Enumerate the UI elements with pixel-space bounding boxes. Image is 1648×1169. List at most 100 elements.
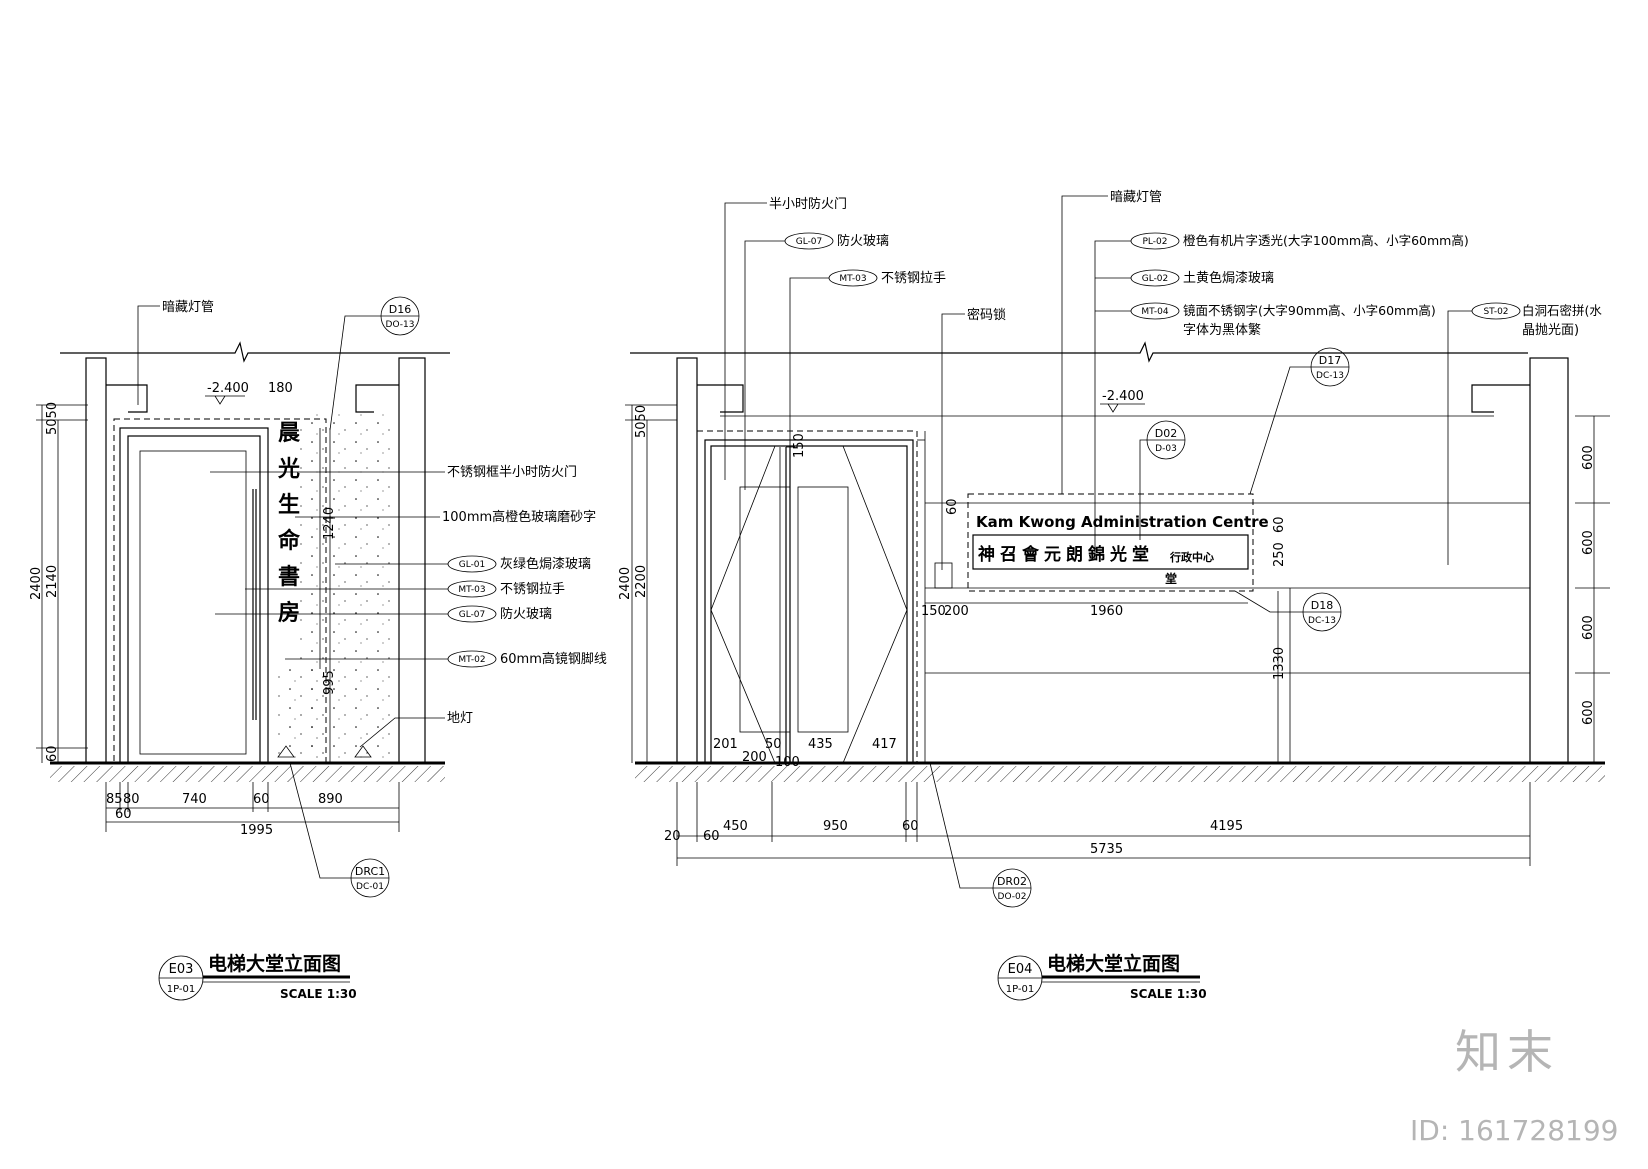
tag-r-gl07: GL-07 (796, 237, 823, 247)
dim-r-600c: 600 (1581, 615, 1596, 640)
dim-80: 80 (123, 792, 140, 807)
tag-d16-id: D16 (389, 303, 411, 316)
tag-d17-ref: DC-13 (1316, 371, 1344, 381)
watermark-brand: 知末 (1455, 1025, 1559, 1079)
sheet-ref-e03: 1P-01 (167, 984, 196, 995)
ceiling-level-right: -2.400 (1102, 389, 1144, 404)
dim-85: 85 (106, 792, 123, 807)
tag-d16-ref: DO-13 (386, 320, 415, 330)
dim-r-60a: 60 (945, 498, 960, 515)
callout-gl01: 灰绿色焗漆玻璃 (500, 556, 591, 572)
callout-frosted-letters: 100mm高橙色玻璃磨砂字 (442, 509, 596, 525)
vertical-sign-text: 晨光生命書房 (277, 421, 301, 626)
dim-r-200b: 200 (944, 604, 969, 619)
dim-890: 890 (318, 792, 343, 807)
sign-chinese-extra: 堂 (1165, 571, 1177, 586)
dim-r-60c: 60 (703, 829, 720, 844)
sign-english: Kam Kwong Administration Centre (976, 513, 1269, 531)
callout-mt02: 60mm高镜钢脚线 (500, 651, 607, 667)
dim-740: 740 (182, 792, 207, 807)
dim-r-2200: 2200 (634, 565, 649, 598)
callouts-left: 暗藏灯管 不锈钢框半小时防火门 100mm高橙色玻璃磨砂字 GL-01 灰绿色焗… (137, 300, 607, 748)
tag-mt02: MT-02 (458, 655, 485, 665)
dim-r-600b: 600 (1581, 530, 1596, 555)
dim-r-417: 417 (872, 737, 897, 752)
dim-r-600d: 600 (1581, 700, 1596, 725)
dim-r-1330: 1330 (1272, 647, 1287, 680)
elevation-code-e04: E04 (1008, 962, 1033, 977)
callout-fire-door: 不锈钢框半小时防火门 (447, 464, 577, 480)
callout-r-gl07: 防火玻璃 (837, 233, 889, 249)
tag-r-mt03: MT-03 (839, 274, 866, 284)
watermark-id: ID: 161728199 (1410, 1114, 1618, 1147)
dim-r-250: 250 (1272, 542, 1287, 567)
dim-2140: 2140 (45, 565, 60, 598)
callout-r-st02-cont: 晶抛光面) (1522, 323, 1579, 338)
dim-60-b: 60 (253, 792, 270, 807)
dim-r-200: 200 (742, 750, 767, 765)
dim-r-950: 950 (823, 819, 848, 834)
tag-d02-ref: D-03 (1155, 444, 1177, 454)
tag-drc1-id: DRC1 (355, 865, 385, 878)
callout-r-gl02: 土黄色焗漆玻璃 (1183, 270, 1274, 286)
dim-r-1960: 1960 (1090, 604, 1123, 619)
dim-60-left: 60 (45, 745, 60, 762)
scale-e03: SCALE 1:30 (280, 987, 357, 1001)
title-e04: 电梯大堂立面图 (1047, 952, 1180, 975)
tag-r-pl02: PL-02 (1143, 237, 1168, 247)
dim-r-60b: 60 (1272, 516, 1287, 533)
dim-r-435: 435 (808, 737, 833, 752)
callout-hidden-light: 暗藏灯管 (162, 300, 214, 315)
tag-d18-id: D18 (1311, 599, 1333, 612)
tag-dr02-ref: DO-02 (998, 892, 1027, 902)
tag-drc1-ref: DC-01 (356, 882, 384, 892)
sign-chinese: 神召會元朗錦光堂 (978, 544, 1154, 565)
elevation-e03: 晨光生命書房 -2.400 180 5050 2400 2140 60 1240… (29, 296, 607, 1001)
tag-d17-id: D17 (1319, 354, 1341, 367)
tag-r-mt04: MT-04 (1141, 307, 1168, 317)
dim-995: 995 (322, 670, 337, 695)
dim-5050: 5050 (45, 402, 60, 435)
dim-180: 180 (268, 381, 293, 396)
tag-mt03: MT-03 (458, 585, 485, 595)
elevation-e04: Kam Kwong Administration Centre 神召會元朗錦光堂… (618, 190, 1610, 1001)
tag-d02-id: D02 (1155, 427, 1177, 440)
callouts-right: 半小时防火门 GL-07 防火玻璃 MT-03 不锈钢拉手 密码锁 暗藏灯管 P… (724, 190, 1602, 570)
callout-r-pl02: 橙色有机片字透光(大字100mm高、小字60mm高) (1183, 233, 1469, 248)
tag-gl01: GL-01 (459, 560, 486, 570)
ceiling-level-left: -2.400 (207, 381, 249, 396)
tag-r-st02: ST-02 (1483, 307, 1508, 317)
sign-chinese-small: 行政中心 (1169, 550, 1214, 564)
tag-d18-ref: DC-13 (1308, 616, 1336, 626)
callout-r-mt04: 镜面不锈钢字(大字90mm高、小字60mm高) (1183, 303, 1436, 318)
dim-r-5735: 5735 (1090, 842, 1123, 857)
dim-r-2400: 2400 (618, 567, 633, 600)
dim-r-4195: 4195 (1210, 819, 1243, 834)
callout-floor-light: 地灯 (447, 711, 473, 726)
tag-gl07: GL-07 (459, 610, 486, 620)
sheet-ref-e04: 1P-01 (1006, 984, 1035, 995)
tag-dr02-id: DR02 (997, 875, 1027, 888)
dim-r-150b: 150 (921, 604, 946, 619)
tag-r-gl02: GL-02 (1142, 274, 1169, 284)
callout-r-keypad: 密码锁 (967, 307, 1006, 323)
callout-gl07: 防火玻璃 (500, 606, 552, 622)
dim-r-60d: 60 (902, 819, 919, 834)
dim-r-201: 201 (713, 737, 738, 752)
callout-r-st02: 白洞石密拼(水 (1522, 303, 1602, 318)
callout-mt03: 不锈钢拉手 (500, 582, 565, 597)
dim-r-50: 50 (765, 737, 782, 752)
dim-2400: 2400 (29, 567, 44, 600)
dim-r-450: 450 (723, 819, 748, 834)
dim-r-100: 100 (775, 755, 800, 770)
dim-r-150: 150 (792, 433, 807, 458)
callout-r-font-note: 字体为黑体繁 (1183, 322, 1261, 338)
dim-1995: 1995 (240, 823, 273, 838)
callout-r-hidden-light: 暗藏灯管 (1110, 190, 1162, 205)
dim-60-c: 60 (115, 807, 132, 822)
scale-e04: SCALE 1:30 (1130, 987, 1207, 1001)
title-e03: 电梯大堂立面图 (208, 952, 341, 975)
dim-r-20: 20 (664, 829, 681, 844)
dim-r-600a: 600 (1581, 445, 1596, 470)
